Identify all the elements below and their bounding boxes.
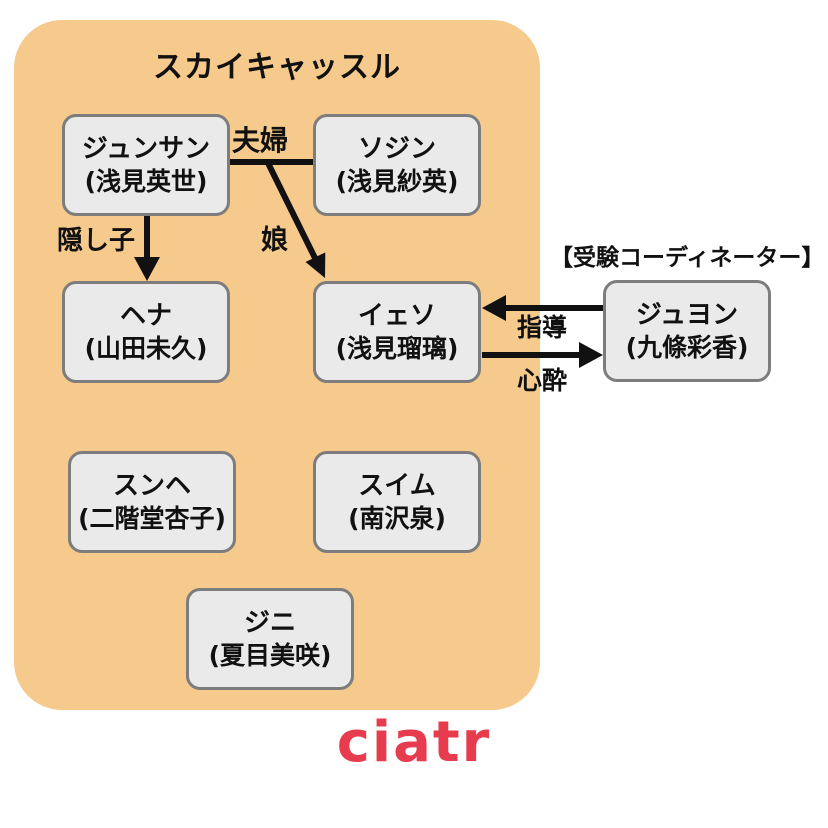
actor-name: (九條彩香): [625, 333, 749, 362]
node-junsang: ジュンサン (浅見英世): [62, 114, 230, 216]
actor-name: (山田未久): [84, 334, 208, 363]
node-suim: スイム (南沢泉): [313, 451, 481, 553]
character-name: ヘナ: [119, 301, 172, 331]
character-name: ジニ: [243, 608, 296, 638]
actor-name: (浅見紗英): [335, 167, 459, 196]
actor-name: (南沢泉): [348, 504, 446, 533]
character-name: スイム: [358, 471, 436, 501]
character-name: ジュンサン: [81, 134, 211, 164]
actor-name: (浅見英世): [84, 167, 208, 196]
node-sojin: ソジン (浅見紗英): [313, 114, 481, 216]
edge-label-devotion: 心酔: [517, 366, 568, 395]
character-name: イェソ: [357, 301, 436, 331]
group-title: スカイキャッスル: [153, 50, 401, 85]
node-hena: ヘナ (山田未久): [62, 281, 230, 383]
actor-name: (夏目美咲): [208, 641, 332, 670]
coordinator-label: 【受験コーディネーター】: [550, 245, 825, 271]
actor-name: (浅見瑠璃): [335, 334, 459, 363]
ciatr-logo: ciatr: [336, 710, 492, 775]
edge-label-daughter: 娘: [261, 225, 288, 256]
actor-name: (二階堂杏子): [78, 504, 226, 533]
node-seunghye: スンヘ (二階堂杏子): [68, 451, 236, 553]
edge-label-hidden-child: 隠し子: [57, 226, 136, 256]
node-yeseo: イェソ (浅見瑠璃): [313, 281, 481, 383]
character-name: ジュヨン: [635, 300, 739, 330]
node-juyeon: ジュヨン (九條彩香): [603, 280, 771, 382]
edge-label-guidance: 指導: [517, 313, 568, 342]
node-jini: ジニ (夏目美咲): [186, 588, 354, 690]
character-name: スンヘ: [112, 471, 191, 501]
edge-label-spouse: 夫婦: [232, 124, 289, 157]
character-name: ソジン: [357, 134, 436, 164]
